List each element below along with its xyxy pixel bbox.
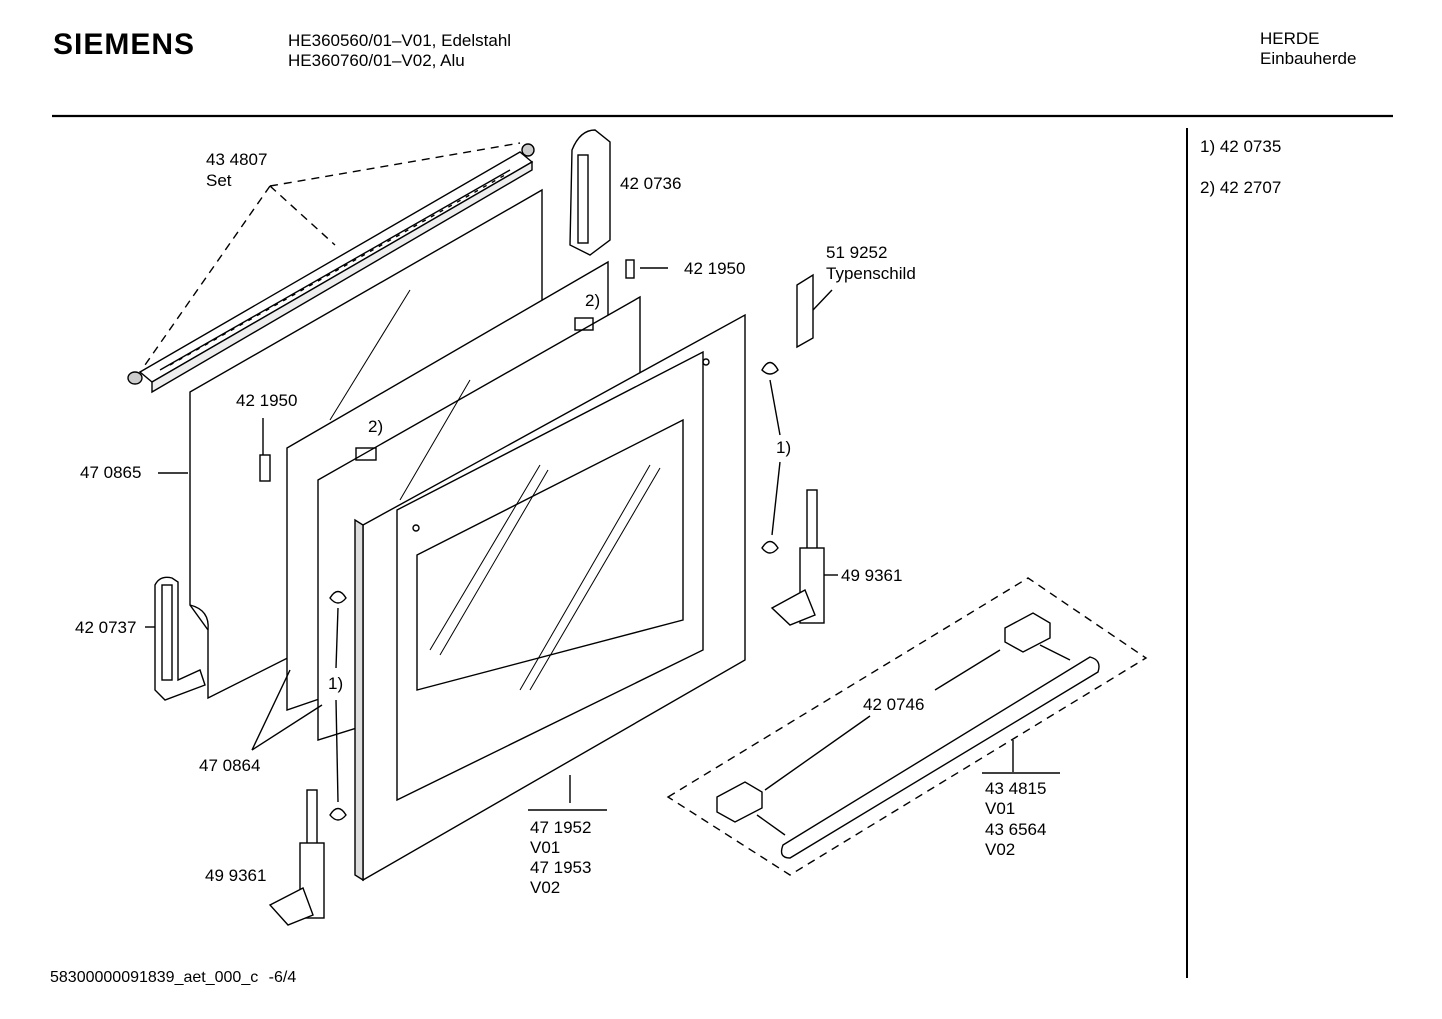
leader-1-right-a (769, 379, 781, 436)
top-rail-set (127, 143, 535, 394)
bumper-right-bottom (761, 540, 779, 554)
type-plate (796, 273, 814, 349)
label-470864: 47 0864 (199, 756, 261, 775)
label-420746: 42 0746 (863, 695, 925, 714)
label-v01-door: V01 (530, 838, 561, 857)
leader-519252 (812, 289, 833, 311)
leader-1-left-b (335, 699, 339, 803)
subcategory-label: Einbauherde (1260, 49, 1357, 68)
label-519252: 51 9252 (826, 243, 888, 262)
note-2: 2) 42 2707 (1200, 178, 1282, 197)
hinge-right (770, 489, 825, 626)
bumper-right-top (761, 361, 779, 375)
model-line-2: HE360760/01–V02, Alu (288, 51, 465, 70)
label-typenschild: Typenschild (826, 264, 916, 283)
label-470865: 47 0865 (80, 463, 142, 482)
model-line-1: HE360560/01–V01, Edelstahl (288, 31, 512, 50)
label-420737: 42 0737 (75, 618, 137, 637)
label-note1-right: 1) (776, 438, 792, 457)
leader-420746-b (764, 715, 871, 791)
handle-box (666, 577, 1148, 876)
label-v01-handle: V01 (985, 799, 1016, 818)
label-set: Set (206, 171, 232, 190)
note-1: 1) 42 0735 (1200, 137, 1282, 156)
label-v02-door: V02 (530, 878, 561, 897)
bumper-left-top (329, 590, 347, 604)
clip-2-mid (355, 447, 377, 461)
label-v02-handle: V02 (985, 840, 1016, 859)
label-434815: 43 4815 (985, 779, 1047, 798)
footer-code: 58300000091839_aet_000_c -6/4 (50, 969, 296, 987)
label-420736: 42 0736 (620, 174, 682, 193)
footer-page: -6/4 (268, 969, 297, 986)
label-421950-left: 42 1950 (236, 391, 298, 410)
leader-470864-b (251, 704, 323, 751)
leader-470864-a (251, 669, 291, 751)
right-end-cap (569, 129, 611, 256)
label-note1-left: 1) (328, 674, 344, 693)
label-436564: 43 6564 (985, 820, 1047, 839)
leader-420746-a (934, 649, 1001, 691)
category-label: HERDE (1260, 29, 1320, 48)
leader-1-left-a (335, 607, 339, 669)
glass-reflections (329, 289, 661, 691)
footer-code-text: 58300000091839_aet_000_c (50, 969, 259, 986)
hinge-left (268, 789, 325, 926)
bumper-left-bottom (329, 807, 347, 821)
leader-1-right-b (771, 461, 781, 536)
label-note2-top: 2) (585, 291, 601, 310)
label-471952: 47 1952 (530, 818, 592, 837)
label-471953: 47 1953 (530, 858, 592, 877)
label-note2-mid: 2) (368, 417, 384, 436)
label-434807: 43 4807 (206, 150, 268, 169)
label-499361-right: 49 9361 (841, 566, 903, 585)
label-499361-left: 49 9361 (205, 866, 267, 885)
label-421950-top: 42 1950 (684, 259, 746, 278)
brand-logo: SIEMENS (53, 28, 196, 61)
left-end-cap (154, 576, 206, 701)
clip-top (625, 259, 668, 279)
clip-left (259, 418, 271, 482)
door-handle (716, 612, 1100, 859)
outer-door-panel (354, 313, 746, 882)
clip-2-top (574, 317, 594, 331)
set-leaders (144, 142, 521, 366)
